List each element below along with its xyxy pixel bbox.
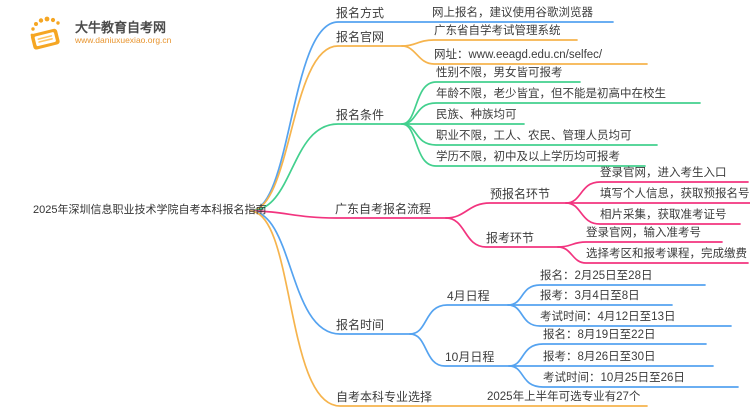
leaf-condition-ethnicity[interactable]: 民族、种族均可 xyxy=(436,109,517,121)
connector-line xyxy=(409,304,509,335)
branch-registration-method[interactable]: 报名方式 xyxy=(336,6,385,20)
connector-line xyxy=(445,217,559,248)
leaf-condition-occupation[interactable]: 职业不限，工人、农民、管理人员均可 xyxy=(436,130,632,142)
connector-line xyxy=(557,246,749,264)
subbranch-october-schedule[interactable]: 10月日程 xyxy=(445,350,495,364)
central-topic[interactable]: 2025年深圳信息职业技术学院自考本科报名指南 xyxy=(33,204,267,216)
leaf-website-url[interactable]: 网址：www.eeagd.edu.cn/selfec/ xyxy=(434,49,603,61)
leaf-website-system[interactable]: 广东省自学考试管理系统 xyxy=(434,25,561,37)
leaf-april-exam-signup[interactable]: 报考：3月4日至8日 xyxy=(540,290,640,302)
book-logo-icon xyxy=(30,16,60,50)
leaf-online-registration[interactable]: 网上报名，建议使用谷歌浏览器 xyxy=(432,7,593,19)
connector-line xyxy=(249,210,447,219)
branch-official-website[interactable]: 报名官网 xyxy=(336,30,385,44)
leaf-october-exam-date[interactable]: 考试时间：10月25日至26日 xyxy=(543,372,685,384)
leaf-major-count[interactable]: 2025年上半年可选专业有27个 xyxy=(487,391,641,403)
connector-line xyxy=(401,45,648,65)
connector-line xyxy=(401,123,646,167)
connector-line xyxy=(249,45,403,212)
branch-registration-time[interactable]: 报名时间 xyxy=(336,318,385,332)
connector-line xyxy=(249,210,411,335)
leaf-april-exam-date[interactable]: 考试时间：4月12日至13日 xyxy=(540,311,676,323)
connector-line xyxy=(249,123,403,212)
leaf-april-registration[interactable]: 报名：2月25日至28日 xyxy=(540,270,653,282)
subbranch-exam-registration[interactable]: 报考环节 xyxy=(486,231,535,245)
connector-line xyxy=(249,21,614,212)
subbranch-pre-registration[interactable]: 预报名环节 xyxy=(490,187,551,201)
branch-major-selection[interactable]: 自考本科专业选择 xyxy=(336,390,433,404)
branch-registration-conditions[interactable]: 报名条件 xyxy=(336,108,385,122)
logo-site-name: 大牛教育自考网 xyxy=(75,20,167,35)
leaf-prereg-photo[interactable]: 相片采集，获取准考证号 xyxy=(600,209,727,221)
leaf-prereg-info[interactable]: 填写个人信息，获取预报名号 xyxy=(600,188,750,200)
leaf-examreg-login[interactable]: 登录官网，输入准考号 xyxy=(586,227,701,239)
connector-line xyxy=(249,210,648,407)
connector-line xyxy=(507,304,732,327)
connector-line xyxy=(409,333,510,367)
connector-line xyxy=(508,365,739,388)
logo-site-url: www.daniuxuexiao.org.cn xyxy=(75,35,172,45)
leaf-october-registration[interactable]: 报名：8月19日至22日 xyxy=(543,329,656,341)
leaf-condition-education[interactable]: 学历不限，初中及以上学历均可报考 xyxy=(436,151,620,163)
leaf-october-exam-signup[interactable]: 报考：8月26日至30日 xyxy=(543,351,656,363)
connector-line xyxy=(565,202,741,225)
subbranch-april-schedule[interactable]: 4月日程 xyxy=(447,289,490,303)
leaf-examreg-pay[interactable]: 选择考区和报考课程，完成缴费 xyxy=(586,248,747,260)
leaf-condition-gender[interactable]: 性别不限，男女皆可报考 xyxy=(436,67,563,79)
connector-line xyxy=(445,202,567,219)
leaf-prereg-login[interactable]: 登录官网，进入考生入口 xyxy=(600,167,727,179)
logo-text: 大牛教育自考网 www.daniuxuexiao.org.cn xyxy=(75,20,171,46)
site-logo[interactable]: 大牛教育自考网 www.daniuxuexiao.org.cn xyxy=(26,12,171,54)
branch-registration-process[interactable]: 广东自考报名流程 xyxy=(335,202,432,216)
connector-line xyxy=(401,39,578,47)
leaf-condition-age[interactable]: 年龄不限，老少皆宜，但不能是初高中在校生 xyxy=(436,88,666,100)
